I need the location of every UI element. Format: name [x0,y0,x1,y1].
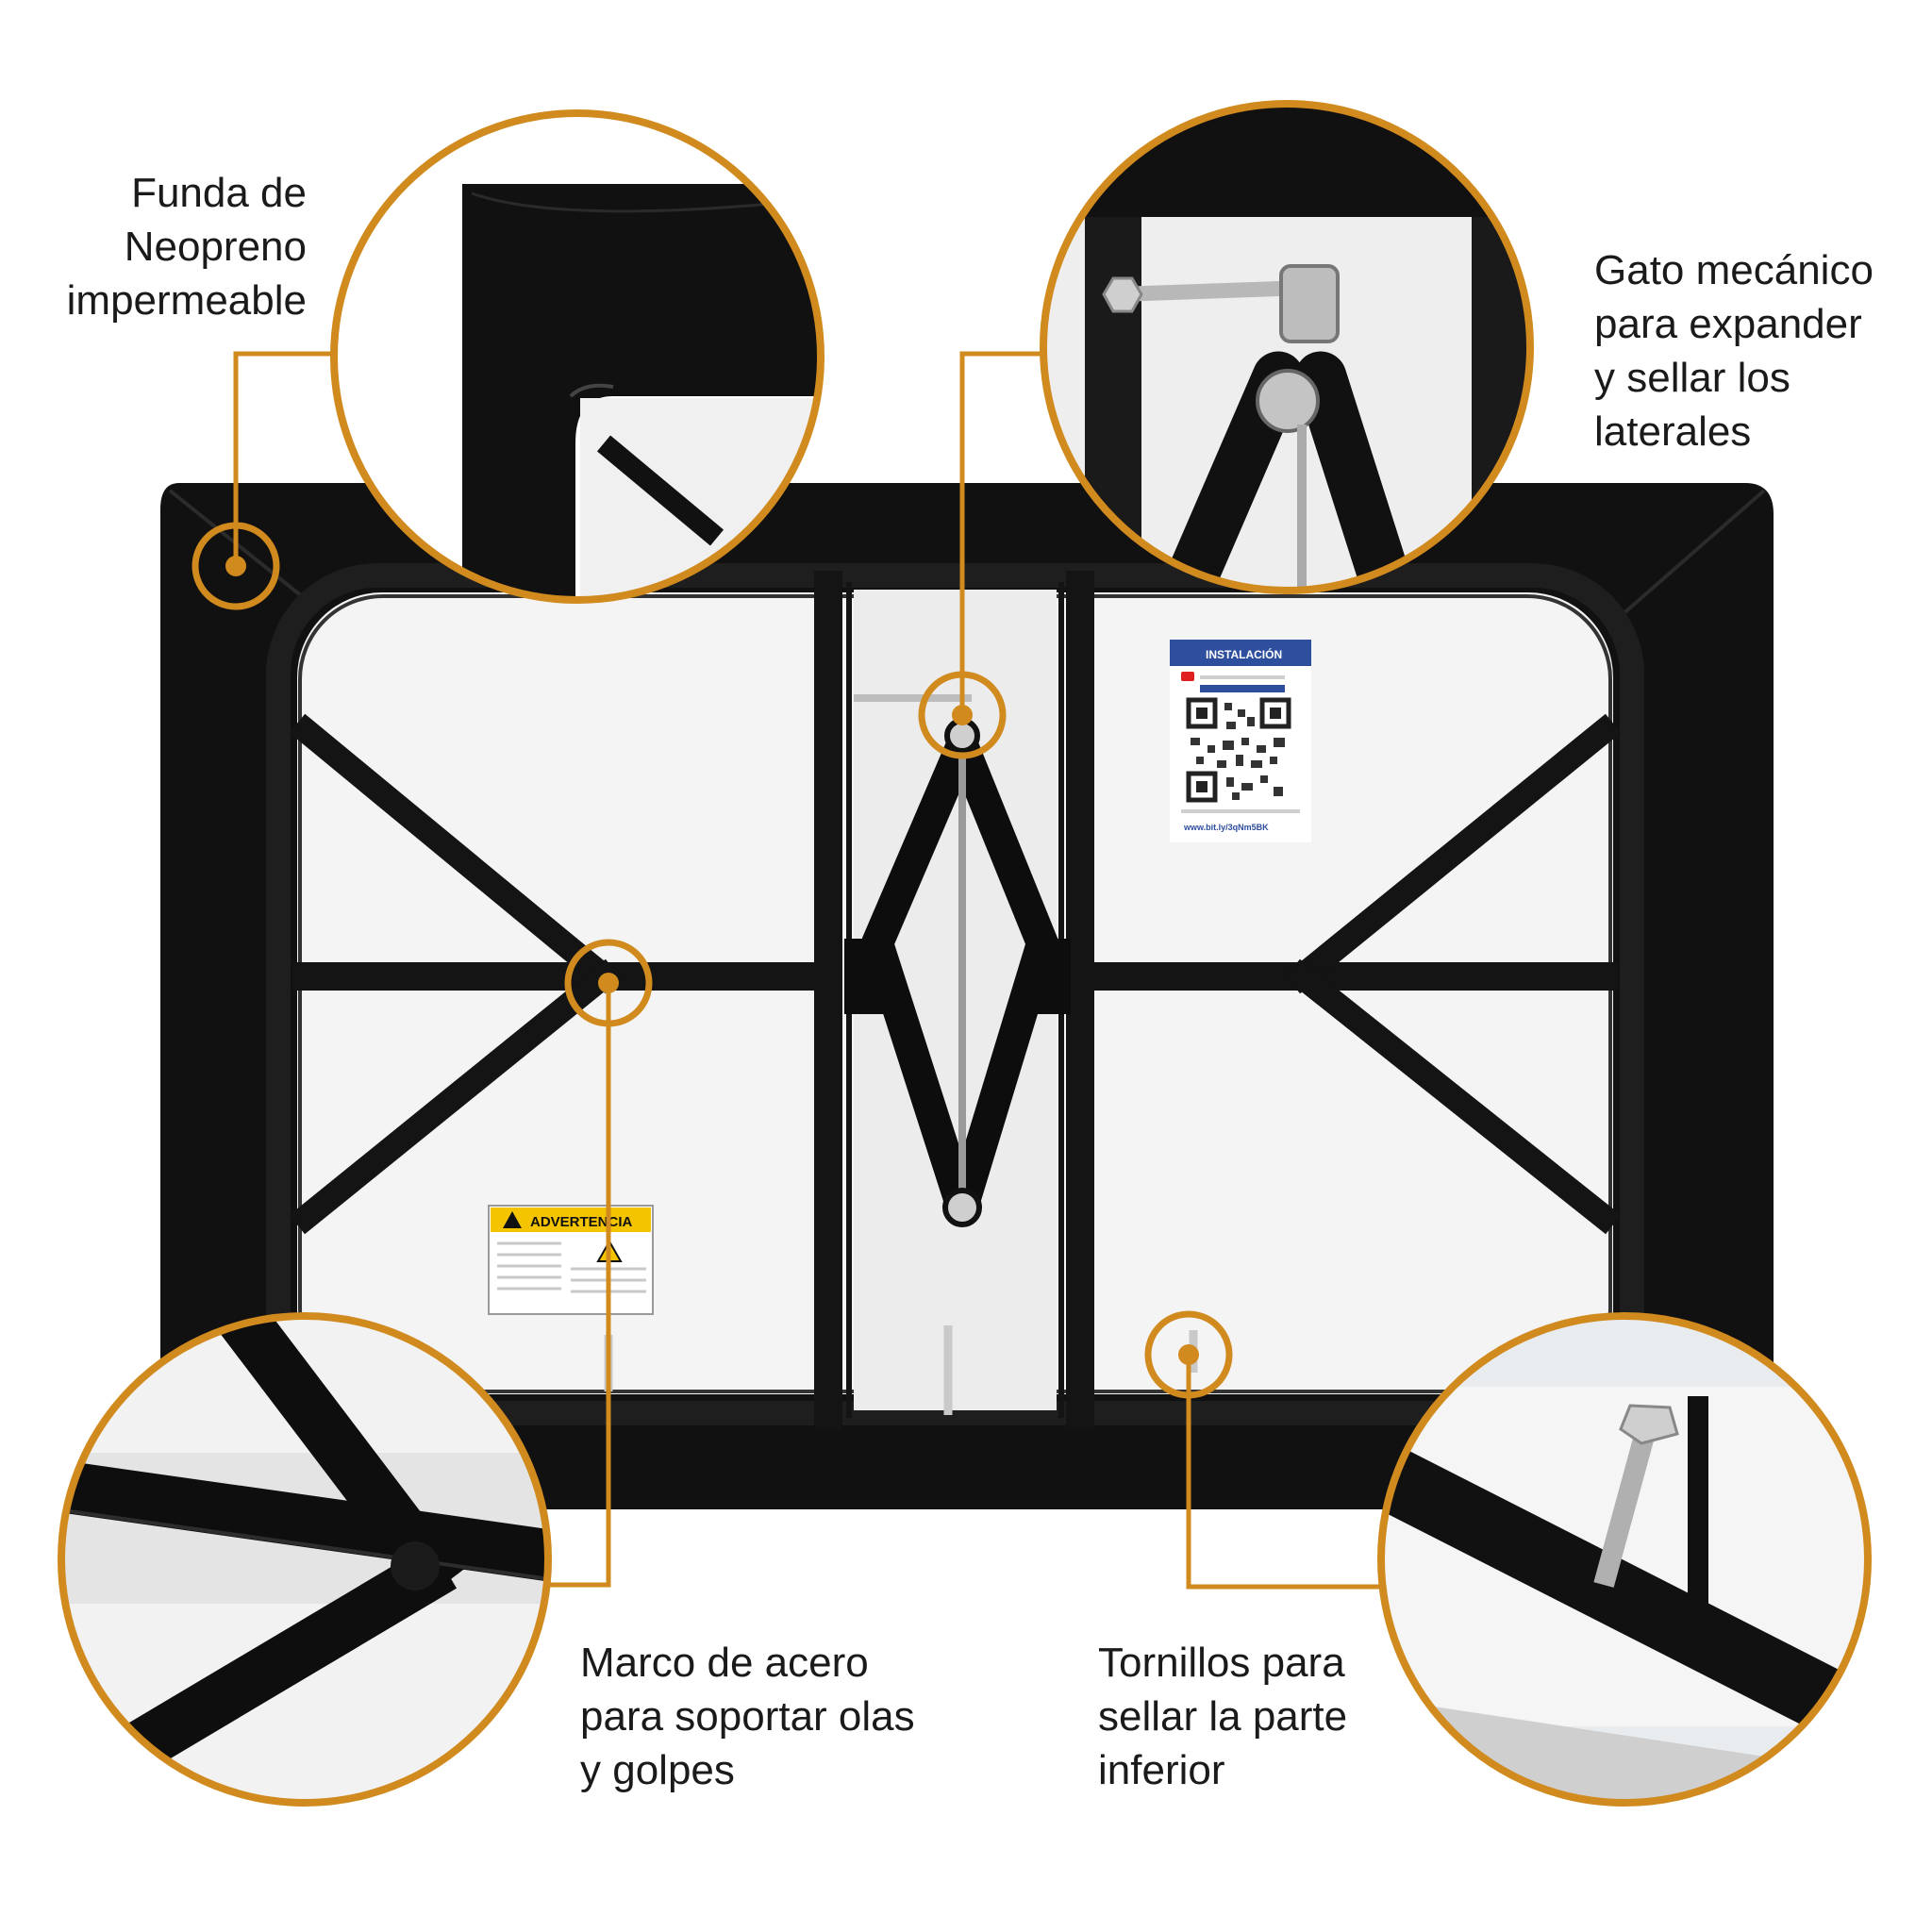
neoprene-frame-product: ADVERTENCIA INSTALACIÓN [160,483,1774,1509]
callout-screws-line-3: inferior [1098,1747,1225,1793]
callout-screws: Tornillos para sellar la parte inferior [1098,1636,1400,1797]
callout-frame-line-3: y golpes [580,1747,735,1793]
callout-frame: Marco de acero para soportar olas y golp… [580,1636,976,1797]
zoom-bottom-screw [1377,1312,1872,1807]
warning-sticker-title: ADVERTENCIA [530,1214,633,1230]
callout-leaders [192,351,1380,1590]
scissor-jack [844,694,1071,1227]
callout-cover-line-3: impermeable [66,277,307,324]
callout-jack-line-3: y sellar los [1594,355,1790,401]
callout-cover-line-1: Funda de [131,170,307,216]
warning-sticker: ADVERTENCIA [488,1205,654,1315]
steel-frame [289,571,1622,1429]
install-sticker: INSTALACIÓN [1170,640,1311,842]
install-sticker-title: INSTALACIÓN [1206,647,1282,661]
install-sticker-footer: www.bit.ly/3qNm5BK [1183,823,1269,832]
callout-jack-line-1: Gato mecánico [1594,247,1874,293]
callout-cover-line-2: Neopreno [124,224,307,270]
qr-code-icon [1186,697,1291,803]
callout-frame-line-1: Marco de acero [580,1640,869,1686]
callout-screws-line-2: sellar la parte [1098,1693,1348,1740]
callout-cover: Funda de Neopreno impermeable [38,166,307,327]
zoom-steel-frame [58,1312,552,1807]
callout-jack: Gato mecánico para expander y sellar los… [1594,243,1906,458]
callout-jack-line-2: para expander [1594,301,1862,347]
callout-jack-line-4: laterales [1594,408,1752,455]
callout-frame-line-2: para soportar olas [580,1693,915,1740]
callout-screws-line-1: Tornillos para [1098,1640,1345,1686]
